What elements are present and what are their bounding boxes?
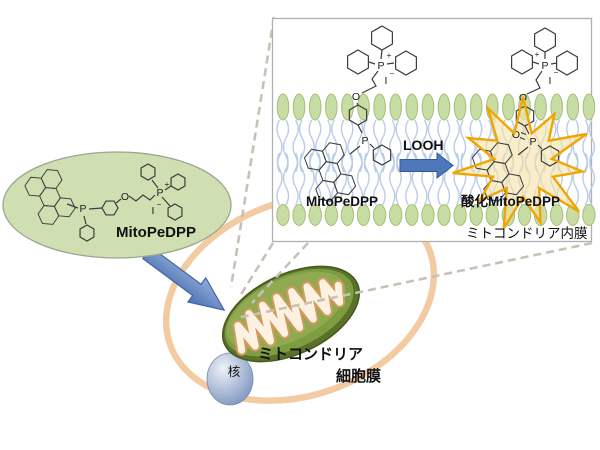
atom-phosphonium: P <box>541 60 548 72</box>
probe-label: MitoPeDPP <box>116 224 196 241</box>
atom-iodide: I <box>385 75 388 87</box>
atom-oxygen: O <box>352 91 360 103</box>
uptake-arrow <box>141 246 226 311</box>
projection-line-3 <box>251 242 309 304</box>
atom-plus: + <box>387 51 392 60</box>
atom-plus: + <box>535 50 540 59</box>
inset-reduced-label: MitoPeDPP <box>306 194 378 209</box>
cell-membrane <box>162 192 438 404</box>
inset-box: P + I − O P LOOH P <box>271 17 596 243</box>
atom-iodide: I <box>152 205 155 217</box>
atom-phosphonium: P <box>156 187 163 199</box>
atom-phosphorus: P <box>361 135 368 147</box>
probe-oval: P O P + I − MitoPeDPP <box>2 151 232 259</box>
atom-minus: − <box>554 68 559 77</box>
reaction-arrow-label: LOOH <box>403 137 443 153</box>
atom-iodide: I <box>549 75 552 87</box>
atom-phosphorus: P <box>79 203 86 215</box>
atom-oxygen: O <box>121 191 129 203</box>
atom-phosphonium: P <box>377 60 384 72</box>
mitopedpp-structure: P O P + I − <box>23 163 186 242</box>
projection-line-2 <box>238 242 275 297</box>
inset-oxidized-label: 酸化MitoPeDPP <box>461 193 560 209</box>
projection-lines <box>229 16 593 320</box>
inset-caption: ミトコンドリア内膜 <box>466 226 588 241</box>
atom-minus: − <box>157 200 162 209</box>
reaction-arrow: LOOH <box>399 137 454 180</box>
nucleus-label: 核 <box>228 365 241 379</box>
atom-phosphorus: P <box>529 136 536 148</box>
fluorescence-starburst-outline <box>452 96 588 229</box>
mitochondrion-label: ミトコンドリア <box>258 346 363 363</box>
atom-minus: − <box>390 69 395 78</box>
lipid-heads <box>276 93 596 226</box>
mitochondrion <box>221 265 361 363</box>
atom-oxide-oxygen: O <box>512 129 520 141</box>
projection-line-4 <box>236 241 593 320</box>
projection-line-1 <box>229 16 276 288</box>
cristae <box>232 277 346 356</box>
cell-membrane-label: 細胞膜 <box>336 367 381 385</box>
inset-reduced-molecule: P + I − O P <box>303 25 417 205</box>
atom-plus: + <box>165 180 170 189</box>
